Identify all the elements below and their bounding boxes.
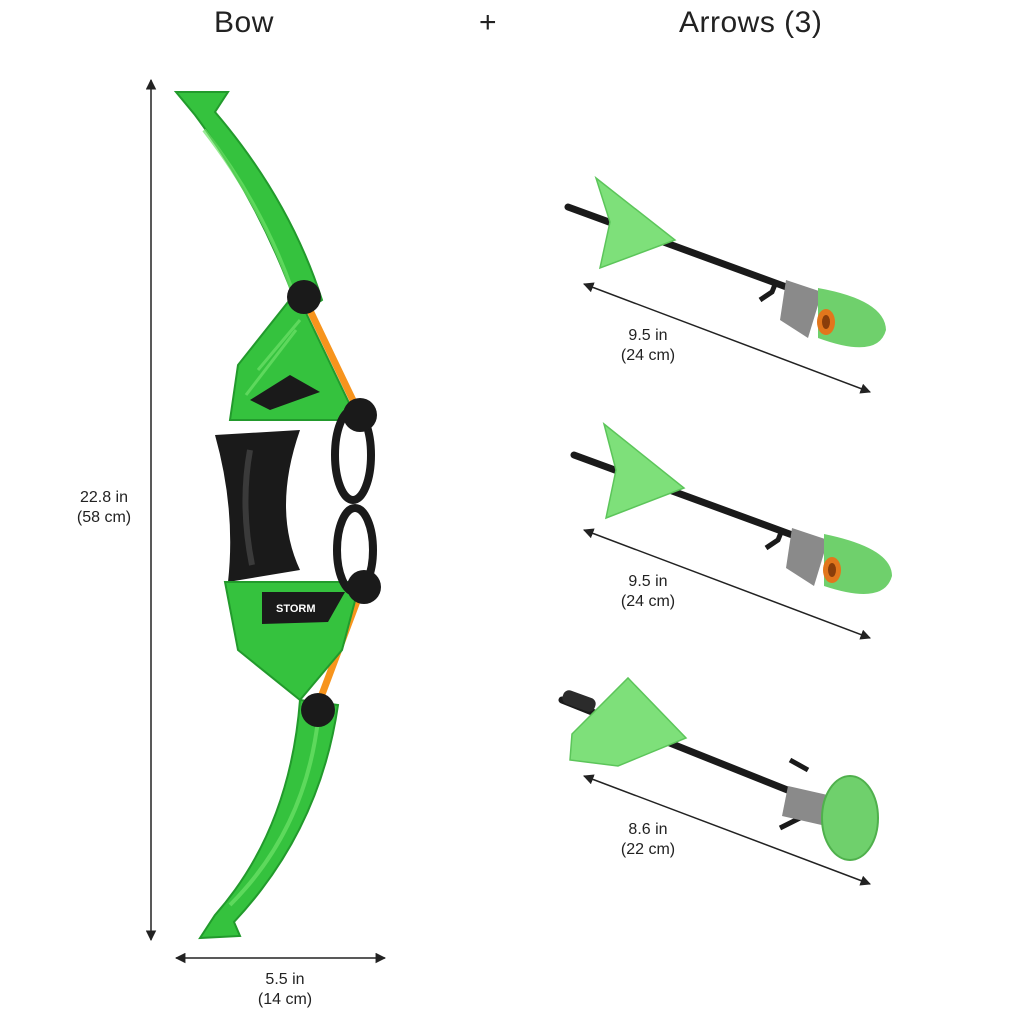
arrow2-length-dimension-line [583, 528, 871, 640]
bow-logo-text: STORM [276, 603, 316, 615]
arrow2-length-cm: (24 cm) [620, 593, 676, 610]
arrow1-length-cm: (24 cm) [620, 347, 676, 364]
arrow2-length-inches: 9.5 in [628, 573, 668, 590]
bow-heading: Bow [214, 6, 274, 39]
arrow2-length-label: 9.5 in (24 cm) [606, 572, 690, 612]
arrow3-length-label: 8.6 in (22 cm) [606, 820, 690, 860]
bow-width-cm: (14 cm) [257, 991, 313, 1008]
arrow1-length-label: 9.5 in (24 cm) [606, 326, 690, 366]
arrow3-length-dimension-line [583, 774, 871, 886]
bow-height-cm: (58 cm) [76, 509, 132, 526]
foam-arrow-2-image [570, 422, 892, 594]
arrow1-length-inches: 9.5 in [628, 327, 668, 344]
toy-bow-image: STORM [173, 91, 381, 940]
foam-dart-tip-icon [786, 528, 892, 594]
suction-arrow-3-image [558, 676, 879, 861]
foam-dart-tip-icon [780, 280, 886, 348]
bow-width-inches: 5.5 in [265, 971, 305, 988]
arrow3-length-cm: (22 cm) [620, 841, 676, 858]
suction-cup-tip-icon [782, 775, 879, 861]
foam-arrow-1-image [564, 175, 886, 348]
arrow3-length-inches: 8.6 in [628, 821, 668, 838]
bow-height-label: 22.8 in (58 cm) [64, 488, 144, 528]
plus-sign: + [479, 6, 498, 39]
bow-height-inches: 22.8 in [79, 489, 129, 506]
arrow1-length-dimension-line [583, 282, 871, 394]
arrows-heading: Arrows (3) [679, 6, 823, 39]
bow-width-label: 5.5 in (14 cm) [245, 970, 325, 1010]
